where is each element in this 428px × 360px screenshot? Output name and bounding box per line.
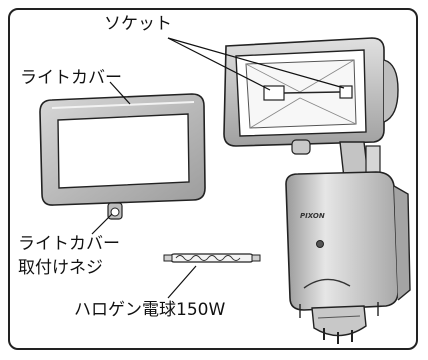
brand-logo-text: PIXON: [300, 212, 325, 220]
lamp-head: [223, 37, 399, 155]
light-cover: [39, 93, 206, 206]
label-cover-screw-line2: 取付けネジ: [18, 258, 103, 278]
sensor-body: PIXON: [285, 171, 411, 318]
leader-lines: [91, 37, 345, 299]
label-halogen-bulb: ハロゲン電球150W: [74, 300, 226, 320]
sensor-dome: [311, 305, 367, 344]
halogen-bulb: [163, 253, 261, 263]
diagram-frame: [8, 8, 418, 350]
label-socket: ソケット: [104, 14, 172, 34]
label-cover-screw-line1: ライトカバー: [18, 234, 120, 254]
label-light-cover: ライトカバー: [20, 68, 122, 88]
